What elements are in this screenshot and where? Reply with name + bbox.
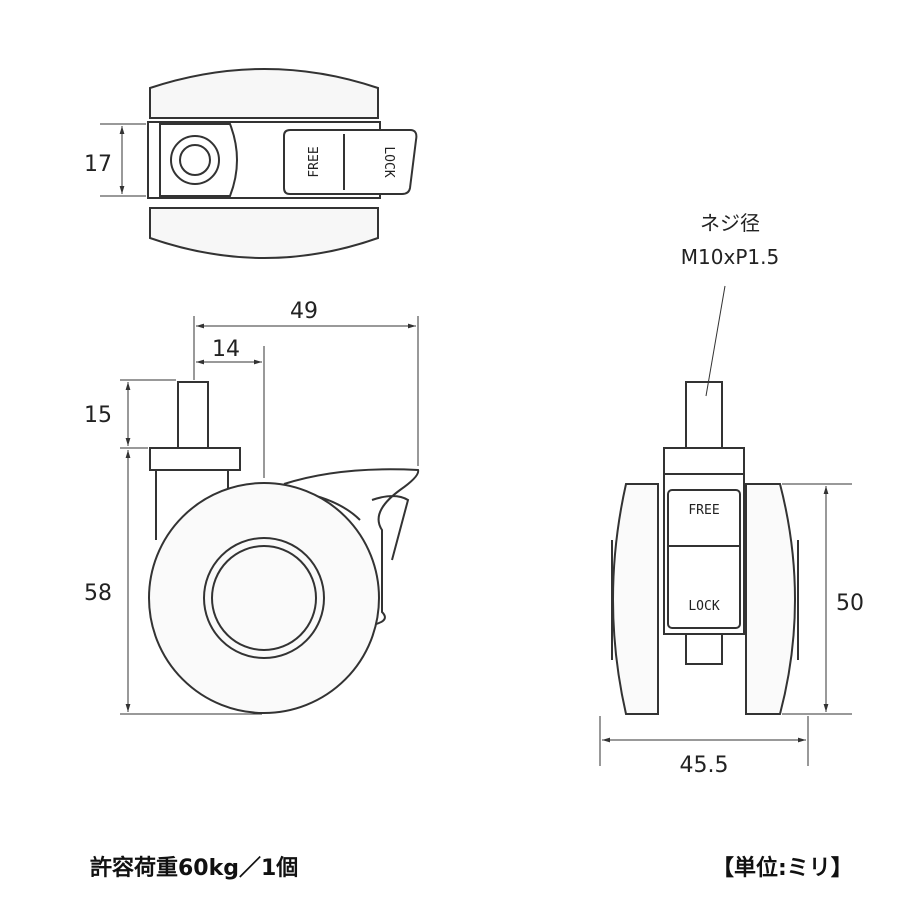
side-collar	[149, 447, 241, 471]
top-free-label: FREE	[307, 146, 322, 177]
dim-stem-length: 15	[84, 403, 112, 428]
front-lock-label: LOCK	[688, 599, 719, 614]
top-bolt-outer	[170, 135, 220, 185]
dim-offset: 14	[212, 337, 240, 362]
front-wheel-left	[612, 483, 659, 715]
front-brake-plate	[667, 489, 741, 629]
side-wheel-outer	[148, 482, 380, 714]
dim-front-height: 50	[836, 591, 864, 616]
top-wheel-lower	[149, 207, 379, 259]
front-free-label: FREE	[688, 503, 719, 518]
front-wheel-right	[745, 483, 796, 715]
top-wheel-upper	[149, 68, 379, 119]
front-collar	[663, 447, 745, 475]
unit-note: 【単位:ミリ】	[712, 856, 853, 881]
thread-label: ネジ径	[700, 211, 760, 235]
side-wheel-hub-inner	[211, 545, 317, 651]
load-capacity-note: 許容荷重60kg／1個	[90, 856, 299, 881]
front-view	[599, 285, 852, 766]
front-axle-nut	[685, 633, 723, 665]
top-bolt-inner	[179, 144, 211, 176]
thread-leader	[705, 285, 726, 397]
dim-total-width: 49	[290, 299, 318, 324]
side-view	[120, 316, 420, 715]
top-view	[100, 68, 418, 259]
top-brake-pedal	[283, 129, 418, 195]
dim-body-height: 58	[84, 581, 112, 606]
dim-top-height: 17	[84, 152, 112, 177]
side-wheel-hub-outer	[203, 537, 325, 659]
side-stem	[177, 381, 209, 449]
front-stem	[685, 381, 723, 449]
top-lock-label: LOCK	[381, 146, 396, 177]
dim-front-width: 45.5	[680, 753, 729, 778]
thread-spec: M10xP1.5	[681, 245, 779, 269]
